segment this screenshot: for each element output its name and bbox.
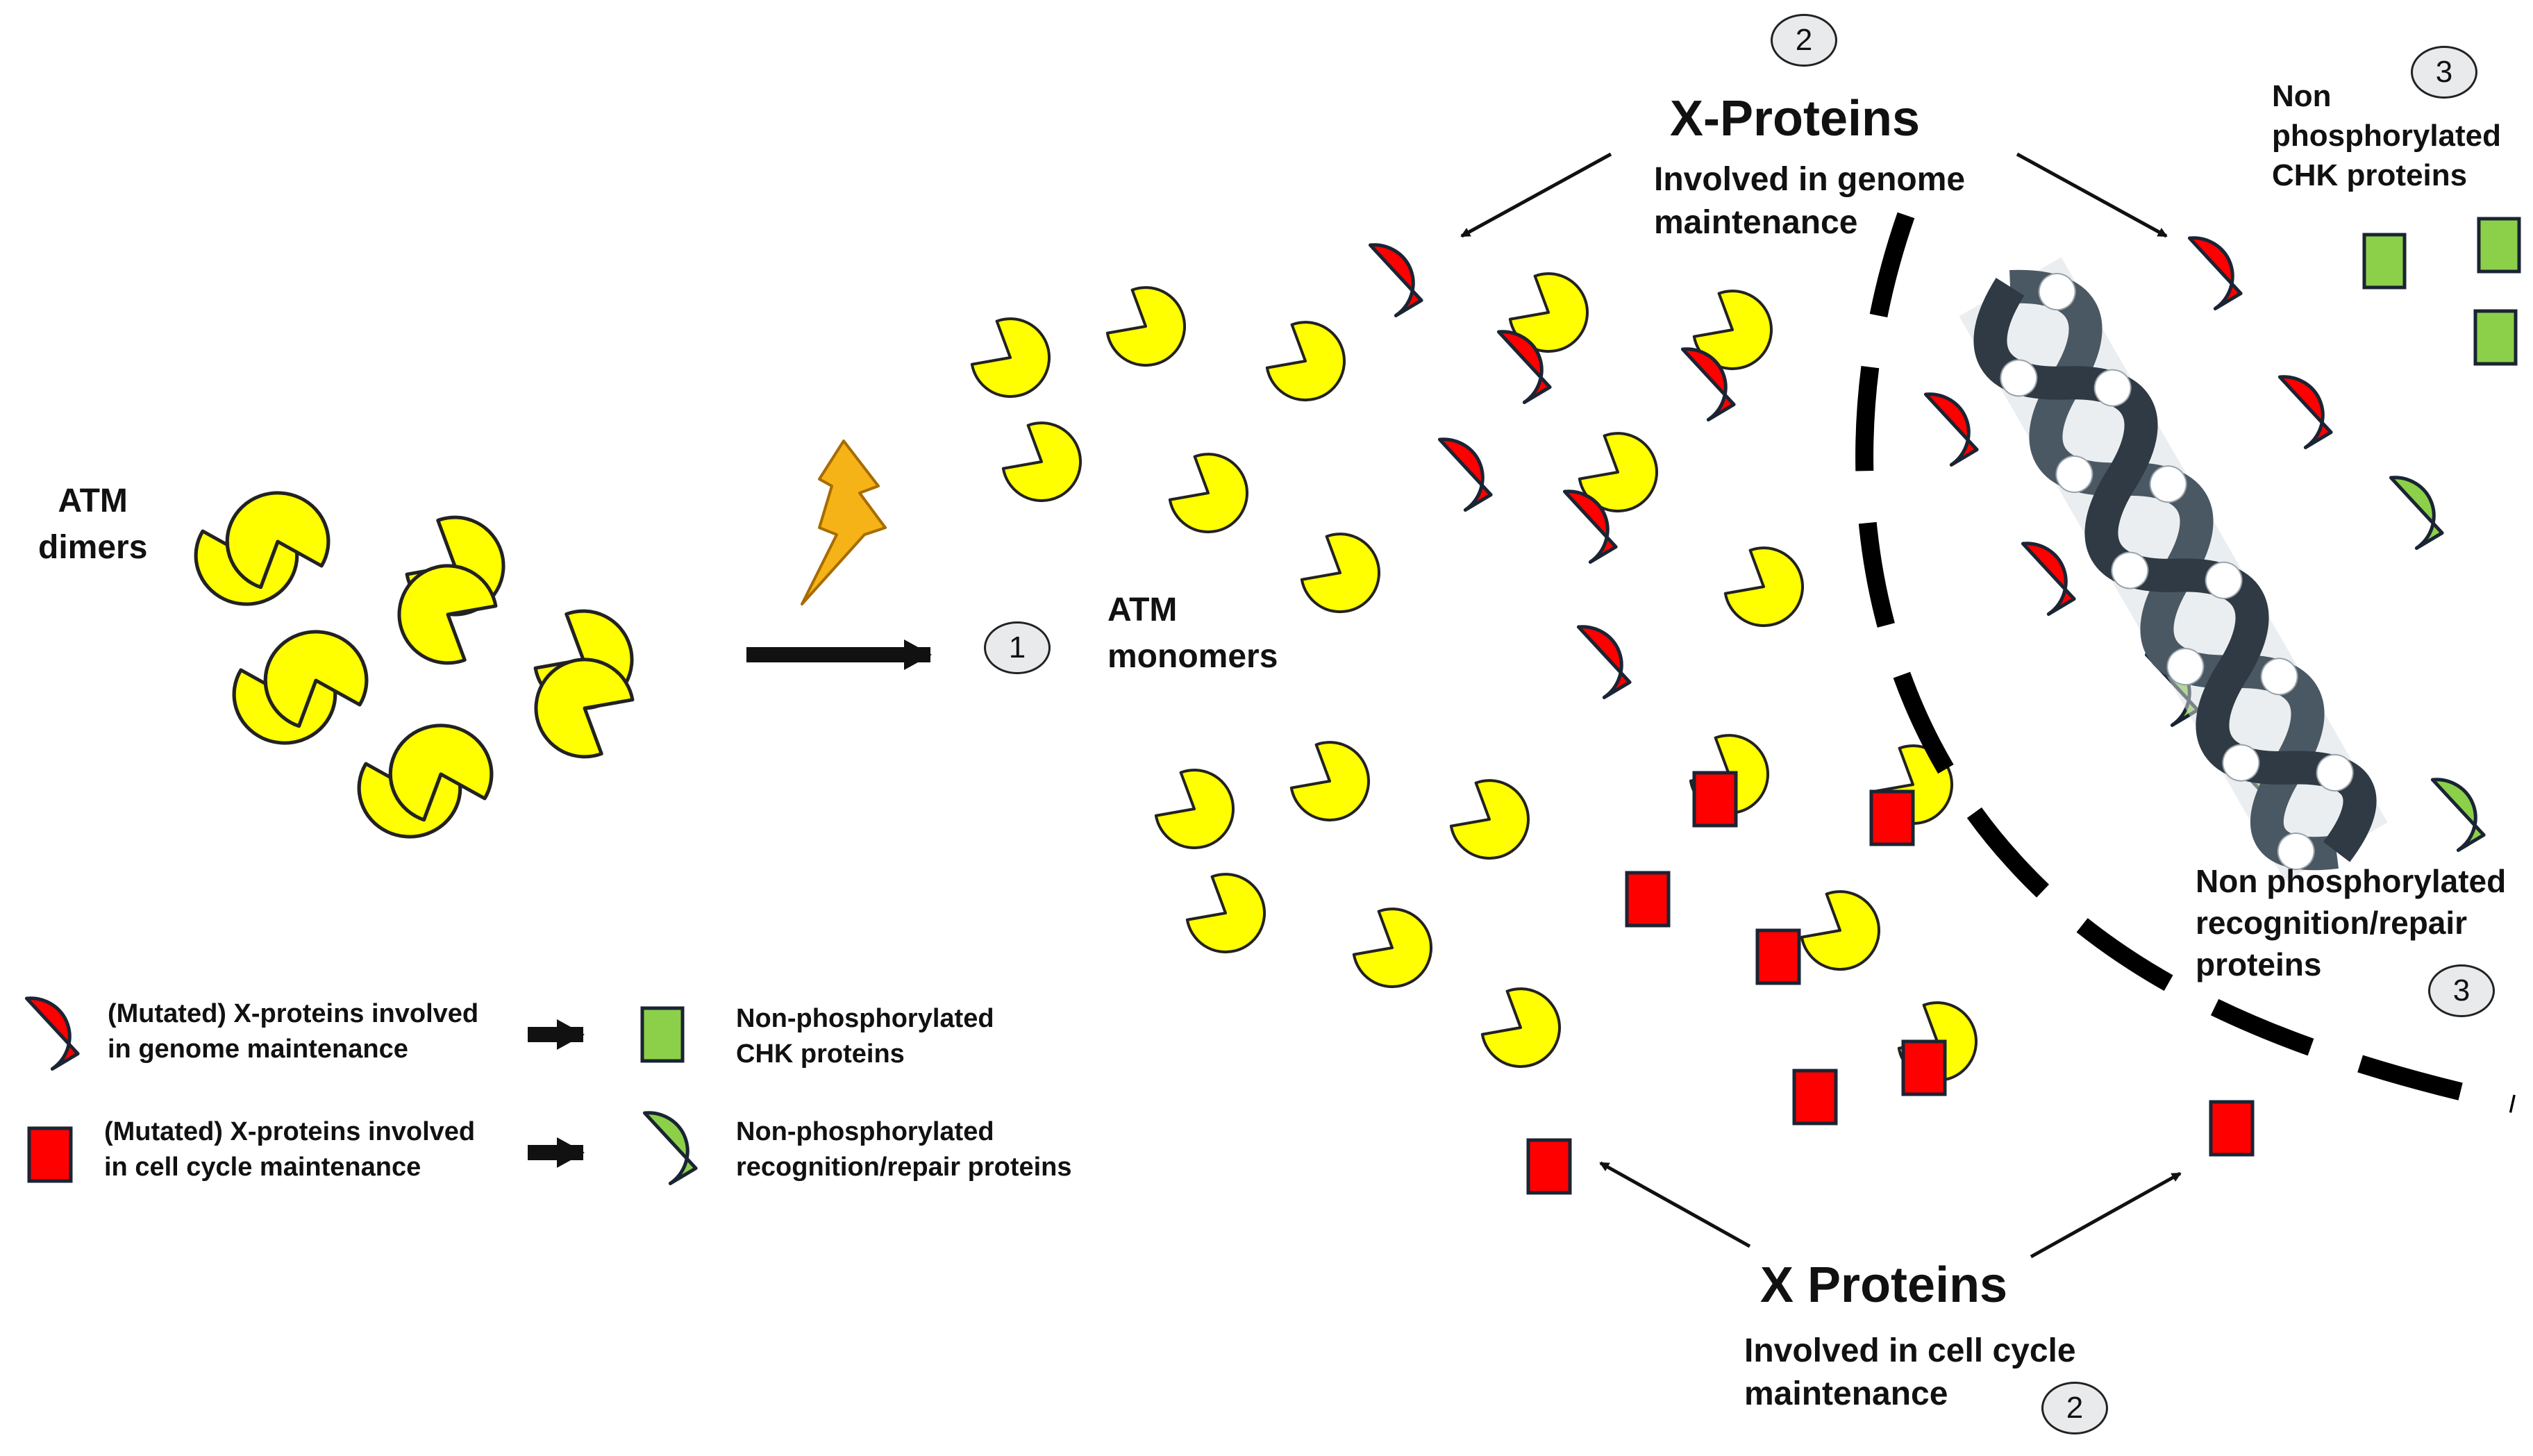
legend-non-phospho-chk: Non-phosphorylated CHK proteins xyxy=(736,1004,994,1069)
atm-monomer xyxy=(1179,867,1272,960)
lightning-bolt-icon xyxy=(801,440,887,605)
x-protein-genome xyxy=(1439,429,1493,510)
genome-maintenance-label: Involved in genome maintenance xyxy=(1654,161,1966,242)
x-protein-genome xyxy=(2280,367,2333,447)
atm-dimer xyxy=(392,510,511,671)
atm-dimers-group xyxy=(177,475,641,854)
chk-protein xyxy=(2473,309,2518,366)
x-protein-cellcycle xyxy=(1792,1069,1838,1126)
repair-protein xyxy=(2391,467,2444,548)
x-protein-cellcycle xyxy=(2209,1100,2255,1157)
atm-monomer xyxy=(1294,526,1387,619)
dna-helix-icon xyxy=(1959,257,2388,882)
step-1-badge: 1 xyxy=(984,621,1051,674)
x-proteins-cellcycle-group xyxy=(1526,771,2255,1195)
x-protein-genome xyxy=(2023,533,2076,614)
x-protein-cellcycle xyxy=(1755,928,1801,985)
legend-green-square-icon xyxy=(640,1006,685,1063)
atm-monomer xyxy=(1148,762,1241,855)
atm-dimer xyxy=(527,603,641,764)
legend-non-phospho-recog: Non-phosphorylated recognition/repair pr… xyxy=(736,1117,1072,1182)
atm-monomer xyxy=(1099,280,1192,373)
step-3-mid-badge: 3 xyxy=(2428,964,2495,1017)
x-protein-cellcycle xyxy=(1526,1138,1572,1195)
atm-monomer xyxy=(1717,540,1810,633)
x-protein-cellcycle xyxy=(1692,771,1738,828)
legend-mutated-cellcycle: (Mutated) X-proteins involved in cell cy… xyxy=(104,1117,476,1182)
atm-monomer xyxy=(1474,981,1567,1074)
x-protein-cellcycle xyxy=(1625,871,1671,928)
non-phospho-recog-label: Non phosphorylated recognition/repair pr… xyxy=(2196,863,2507,982)
legend-mutated-genome: (Mutated) X-proteins involved in genome … xyxy=(108,999,479,1064)
atm-monomer xyxy=(1443,773,1536,866)
step-3-top-badge: 3 xyxy=(2411,46,2477,99)
atm-monomers-label: ATM monomers xyxy=(1107,592,1278,676)
chk-proteins-group xyxy=(2362,217,2521,366)
x-protein-cellcycle xyxy=(1901,1039,1947,1096)
chk-protein xyxy=(2362,233,2407,290)
step-2-bottom-badge: 2 xyxy=(2041,1382,2108,1434)
repair-protein xyxy=(2432,769,2486,850)
atm-monomer xyxy=(1283,735,1376,828)
atm-monomer xyxy=(995,415,1088,508)
arrow-to-cellcycle-left xyxy=(1599,1161,1751,1248)
x-protein-genome xyxy=(2189,228,2243,308)
arrow-to-cellcycle-right xyxy=(2030,1171,2182,1259)
atm-dimers-label: ATM dimers xyxy=(38,483,148,567)
x-protein-genome xyxy=(1370,235,1423,315)
atm-monomer xyxy=(1259,315,1352,408)
x-protein-cellcycle xyxy=(1869,789,1915,846)
legend-symbols xyxy=(26,988,698,1183)
legend-green-half-icon xyxy=(644,1103,698,1183)
x-protein-genome xyxy=(1578,617,1632,697)
atm-dimer xyxy=(215,614,385,760)
atm-monomer xyxy=(1794,884,1887,977)
non-phospho-chk-top-label: Non phosphorylated CHK proteins xyxy=(2272,79,2502,193)
x-proteins-top-title: X-Proteins xyxy=(1670,91,1921,147)
legend-red-half-icon xyxy=(26,988,80,1069)
atm-monomer xyxy=(964,311,1057,404)
legend-red-square-icon xyxy=(27,1126,73,1183)
x-protein-genome xyxy=(1925,384,1979,465)
atm-monomer xyxy=(1346,901,1439,994)
atm-monomer xyxy=(1162,446,1255,539)
arrow-to-genome-left xyxy=(1460,152,1612,238)
x-proteins-bottom-title: X Proteins xyxy=(1760,1257,2008,1313)
arrow-to-genome-right xyxy=(2016,152,2168,238)
cell-cycle-maintenance-label: Involved in cell cycle maintenance xyxy=(1744,1332,2076,1413)
atm-dimer xyxy=(177,475,346,621)
chk-protein xyxy=(2477,217,2521,274)
atm-dimer xyxy=(340,708,510,854)
step-2-top-badge: 2 xyxy=(1771,14,1837,67)
nucleus-boundary xyxy=(1855,212,2516,1113)
